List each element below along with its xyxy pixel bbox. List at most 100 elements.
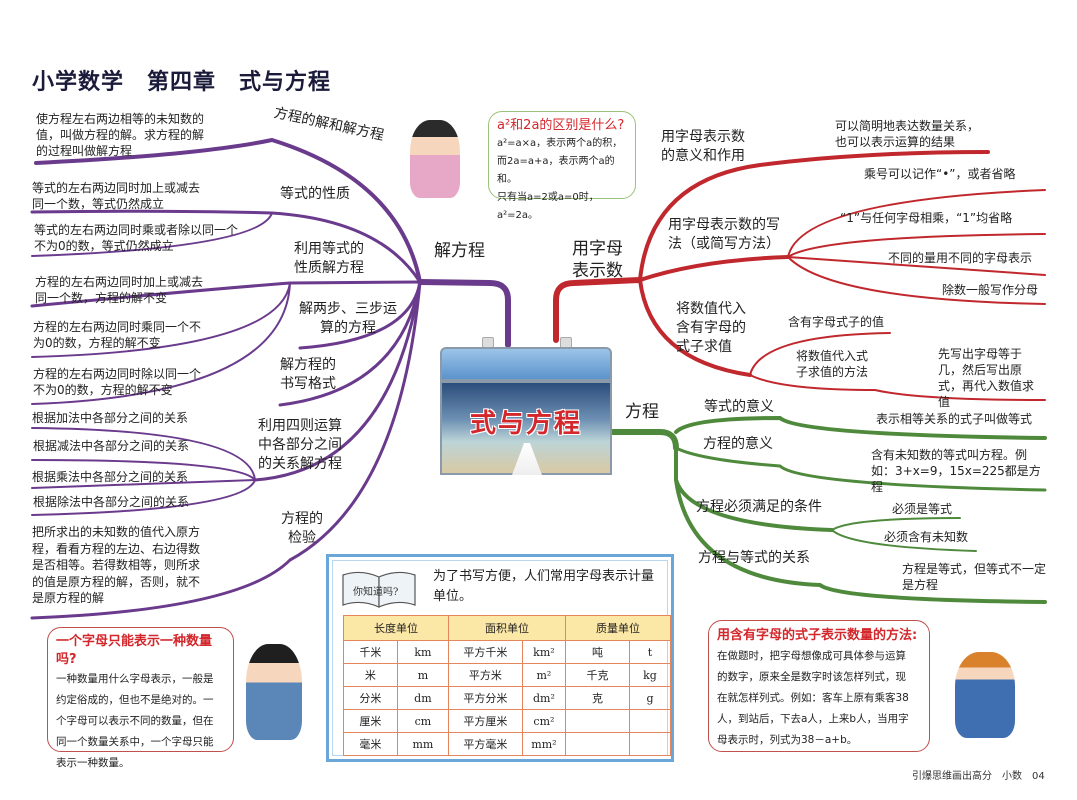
node-equation-meaning: 方程的意义	[703, 436, 773, 452]
table-cell	[629, 732, 671, 756]
node-letter-notation: 用字母表示数的写法（或简写方法）	[668, 217, 780, 252]
table-cell: 吨	[564, 640, 631, 664]
table-cell: mm²	[521, 732, 567, 756]
worker-illustration	[955, 652, 1015, 738]
leaf-must-be-equality: 必须是等式	[892, 502, 953, 516]
table-cell: cm	[396, 709, 450, 733]
table-cell: dm	[396, 686, 450, 710]
tip-line: 在就怎样列式。例如：客车上原有乘客38	[717, 692, 909, 704]
node-equality-property: 等式的性质	[280, 186, 350, 202]
tip-question: a²和2a的区别是什么?	[497, 118, 625, 133]
tip-question: 用含有字母的式子表示数量的方法:	[717, 628, 918, 643]
node-four-operations: 利用四则运算中各部分之间的关系解方程	[258, 418, 342, 472]
open-book-icon: 你知道吗?	[342, 571, 416, 608]
page-footer: 引爆思维画出高分 小数 04	[912, 771, 1045, 782]
central-lid	[440, 347, 612, 381]
leaf-addition-relation: 根据加法中各部分之间的关系	[32, 411, 189, 425]
table-cell: km²	[521, 640, 567, 664]
node-check: 方程的检验	[281, 511, 323, 546]
tip-line: 一种数量用什么字母表示，一般是	[56, 673, 214, 685]
leaf-letter-meaning: 可以简明地表达数量关系，也可以表示运算的结果	[835, 119, 980, 149]
did-you-know-box: 你知道吗? 为了书写方便，人们常用字母表示计量单位。 长度单位 面积单位 质量单…	[326, 554, 674, 762]
node-use-property: 利用等式的性质解方程	[294, 241, 364, 276]
tip-line: 而2a=a+a，表示两个a的和。	[497, 156, 615, 185]
table-cell: 厘米	[343, 709, 398, 733]
leaf-equation-equality-relation: 方程是等式，但等式不一定是方程	[902, 562, 1047, 592]
table-cell: dm²	[521, 686, 567, 710]
tip-line: 人，到站后，下去a人，上来b人，当用字	[717, 713, 909, 725]
leaf-substitute-method: 将数值代入式子求值的方法	[796, 349, 869, 379]
table-cell: mm	[396, 732, 450, 756]
leaf-equation-definition: 含有未知数的等式叫方程。例如：3+x=9，15x=225都是方程	[871, 448, 1041, 494]
table-cell: 平方厘米	[448, 709, 523, 733]
branch-equation: 方程	[625, 402, 659, 422]
table-cell: 千克	[564, 663, 631, 687]
tip-line: 母表示时，列式为38－a+b。	[717, 734, 858, 746]
tip-line: 同一个数量关系中，一个字母只能	[56, 736, 214, 748]
node-writing-format: 解方程的书写格式	[280, 357, 336, 392]
table-cell: 平方毫米	[448, 732, 523, 756]
leaf-equation-add: 方程的左右两边同时加上或减去同一个数，方程的解不变	[35, 275, 204, 305]
node-substitute-value: 将数值代入含有字母的式子求值	[676, 301, 746, 355]
tip-bubble-one-letter: 一个字母只能表示一种数量吗? 一种数量用什么字母表示，一般是 约定俗成的，但也不…	[47, 627, 234, 769]
header-length: 长度单位	[343, 615, 449, 641]
girl-illustration	[410, 120, 460, 198]
node-multi-step: 解两步、三步运算的方程	[299, 301, 397, 336]
tip-line: 只有当a=2或a=0时，a²=2a。	[497, 192, 599, 221]
table-cell: g	[629, 686, 671, 710]
table-cell: cm²	[521, 709, 567, 733]
leaf-equation-multiply: 方程的左右两边同时乘同一个不为0的数，方程的解不变	[33, 320, 202, 350]
boy-illustration	[246, 644, 302, 740]
leaf-solution-definition: 使方程左右两边相等的未知数的值，叫做方程的解。求方程的解的过程叫做解方程	[36, 112, 205, 158]
tip-line: 表示一种数量。	[56, 757, 130, 769]
table-cell: t	[629, 640, 671, 664]
leaf-subtraction-relation: 根据减法中各部分之间的关系	[33, 439, 190, 453]
node-equation-conditions: 方程必须满足的条件	[696, 499, 822, 515]
pier-image	[512, 443, 542, 475]
tip-question: 一个字母只能表示一种数量吗?	[56, 634, 213, 667]
leaf-must-have-unknown: 必须含有未知数	[884, 530, 969, 544]
central-topic-label: 式与方程	[469, 409, 582, 439]
tip-line: 在做题时，把字母想像成可具体参与运算	[717, 650, 906, 662]
leaf-substitute-steps: 先写出字母等于几，然后写出原式，再代入数值求值	[938, 347, 1035, 409]
leaf-multiplication-relation: 根据乘法中各部分之间的关系	[32, 470, 189, 484]
table-cell: 平方分米	[448, 686, 523, 710]
leaf-expression-value: 含有字母式子的值	[788, 315, 885, 329]
table-cell: 千米	[343, 640, 398, 664]
branch-letters: 用字母表示数	[572, 239, 623, 281]
table-cell: 平方千米	[448, 640, 523, 664]
table-cell: m²	[521, 663, 567, 687]
tip-line: 个字母可以表示不同的数量，但在	[56, 715, 214, 727]
tip-line: a²=a×a，表示两个a的积，	[497, 138, 623, 149]
table-cell: m	[396, 663, 450, 687]
did-you-know-text: 为了书写方便，人们常用字母表示计量单位。	[433, 569, 655, 604]
leaf-equation-divide: 方程的左右两边同时除以同一个不为0的数，方程的解不变	[33, 367, 202, 397]
table-cell: kg	[629, 663, 671, 687]
tip-line: 约定俗成的，但也不是绝对的。一	[56, 694, 214, 706]
table-cell: 分米	[343, 686, 398, 710]
table-cell	[629, 709, 671, 733]
svg-text:你知道吗?: 你知道吗?	[353, 585, 398, 598]
table-cell: 克	[564, 686, 631, 710]
leaf-equality-multiply: 等式的左右两边同时乘或者除以同一个不为0的数，等式仍然成立	[34, 223, 239, 253]
leaf-equality-add: 等式的左右两边同时加上或减去同一个数，等式仍然成立	[32, 181, 201, 211]
node-equation-vs-equality: 方程与等式的关系	[698, 550, 810, 566]
leaf-multiply-sign: 乘号可以记作“•”，或者省略	[864, 167, 1016, 181]
table-cell: km	[396, 640, 450, 664]
leaf-divisor-denominator: 除数一般写作分母	[942, 283, 1039, 297]
node-letter-meaning: 用字母表示数的意义和作用	[661, 129, 745, 164]
table-cell: 平方米	[448, 663, 523, 687]
table-cell: 米	[343, 663, 398, 687]
page-title: 小学数学 第四章 式与方程	[32, 70, 332, 95]
table-cell	[564, 732, 631, 756]
leaf-different-letters: 不同的量用不同的字母表示	[888, 251, 1033, 265]
tip-bubble-a-squared: a²和2a的区别是什么? a²=a×a，表示两个a的积， 而2a=a+a，表示两…	[488, 111, 636, 221]
branch-solve-equation: 解方程	[434, 241, 485, 261]
